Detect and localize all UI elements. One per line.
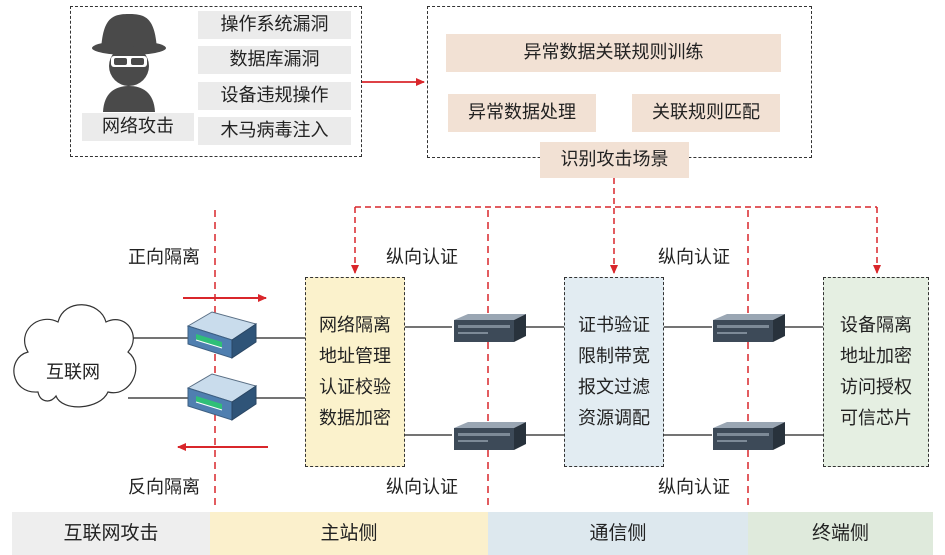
hacker-icon (92, 14, 166, 112)
master-item: 网络隔离 (319, 315, 391, 336)
master-item: 认证校验 (319, 377, 391, 398)
band-internet: 互联网攻击 (12, 512, 210, 555)
rule-training-box: 异常数据关联规则训练 (446, 34, 781, 72)
terminal-item: 可信芯片 (840, 408, 912, 429)
master-item: 地址管理 (319, 346, 391, 367)
terminal-item: 设备隔离 (840, 315, 912, 336)
master-station-box (305, 277, 405, 467)
reverse-isolation-label: 反向隔离 (128, 477, 200, 498)
terminal-list: 设备隔离 地址加密 访问授权 可信芯片 (823, 310, 929, 434)
attack-item: 设备违规操作 (198, 82, 351, 110)
terminal-item: 地址加密 (840, 346, 912, 367)
forward-isolation-label: 正向隔离 (128, 247, 200, 268)
comm-item: 限制带宽 (578, 346, 650, 367)
communication-box (564, 277, 664, 467)
comm-item: 证书验证 (578, 315, 650, 336)
comm-item: 报文过滤 (578, 377, 650, 398)
anomaly-processing-box: 异常数据处理 (448, 94, 596, 132)
terminal-item: 访问授权 (840, 377, 912, 398)
attack-item: 操作系统漏洞 (198, 11, 351, 39)
attack-item: 数据库漏洞 (198, 46, 351, 74)
rule-matching-box: 关联规则匹配 (632, 94, 780, 132)
communication-list: 证书验证 限制带宽 报文过滤 资源调配 (564, 310, 664, 434)
attack-panel (70, 6, 362, 157)
cloud-icon (13, 304, 137, 408)
terminal-box (823, 277, 929, 467)
comm-item: 资源调配 (578, 408, 650, 429)
master-station-list: 网络隔离 地址管理 认证校验 数据加密 (305, 310, 405, 434)
identify-scene-box: 识别攻击场景 (540, 142, 689, 178)
vertical-auth-label: 纵向认证 (658, 477, 730, 498)
server-icon (713, 314, 785, 342)
internet-label: 互联网 (46, 362, 100, 383)
band-terminal: 终端侧 (748, 512, 933, 555)
vertical-auth-label: 纵向认证 (658, 247, 730, 268)
master-item: 数据加密 (319, 408, 391, 429)
server-icon (454, 314, 526, 342)
detection-panel (427, 6, 812, 158)
vertical-auth-label: 纵向认证 (386, 247, 458, 268)
gateway-device-icon (186, 373, 258, 421)
server-icon (454, 422, 526, 450)
attack-item: 木马病毒注入 (198, 117, 351, 145)
attack-label: 网络攻击 (82, 113, 194, 141)
gateway-device-icon (186, 311, 258, 359)
band-comm: 通信侧 (488, 512, 748, 555)
band-master: 主站侧 (210, 512, 488, 555)
vertical-auth-label: 纵向认证 (386, 477, 458, 498)
server-icon (713, 422, 785, 450)
